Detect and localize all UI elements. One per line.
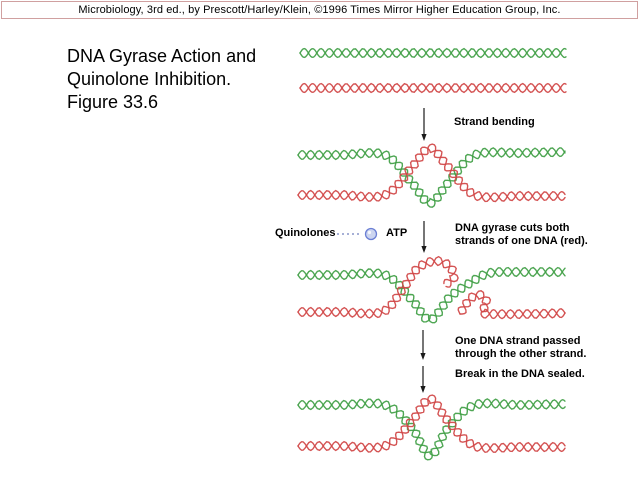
stage1-red-dna-strand-2	[299, 82, 567, 94]
stage2-red-dna-strand-1	[297, 146, 566, 203]
stage3-red-free-dna-strand-1	[459, 290, 566, 320]
stage4-red-dna-strand-2	[297, 394, 566, 454]
label-strand-passed-line-1: One DNA strand passed	[455, 335, 581, 347]
stage2-red-dna-strand-2	[297, 143, 566, 203]
arrow-break-sealed-head	[420, 386, 426, 393]
stage2-green-dna-strand-2	[297, 147, 566, 204]
label-gyrase-cuts: DNA gyrase cuts both strands of one DNA …	[455, 222, 588, 248]
label-gyrase-cuts-line-2: strands of one DNA (red).	[455, 235, 588, 247]
stage4-red-dna-strand-1	[297, 397, 566, 453]
quinolone-molecule-icon	[364, 227, 378, 241]
label-break-sealed: Break in the DNA sealed.	[455, 368, 585, 380]
stage2-green-dna-strand-1	[297, 147, 566, 208]
stage3-red-free-dna-strand-2	[457, 292, 566, 320]
title-line-2: Quinolone Inhibition.	[67, 69, 232, 89]
arrow-strand-bending-head	[421, 134, 427, 141]
header-text: Microbiology, 3rd ed., by Prescott/Harle…	[78, 4, 561, 16]
label-strand-bending: Strand bending	[454, 116, 535, 128]
stage1-green-dna-strand-2	[299, 47, 567, 59]
arrow-gyrase-cut-head	[421, 246, 427, 253]
stage4-green-dna-strand-2	[297, 398, 566, 457]
arrow-strand-passed-head	[420, 353, 426, 360]
label-quinolones: Quinolones	[275, 227, 336, 239]
label-strand-passed: One DNA strand passed through the other …	[455, 335, 586, 361]
figure-title: DNA Gyrase Action and Quinolone Inhibiti…	[67, 45, 256, 114]
label-strand-passed-line-2: through the other strand.	[455, 348, 587, 360]
stage3-red-cut-dna-strand-1	[297, 255, 457, 319]
title-line-1: DNA Gyrase Action and	[67, 46, 257, 66]
stage3-red-cut-dna-strand-2	[297, 256, 459, 319]
stage1-red-dna-strand-1	[299, 82, 567, 94]
title-line-3: Figure 33.6	[67, 92, 159, 112]
quinolone-molecule-highlight	[367, 230, 372, 235]
header-bar: Microbiology, 3rd ed., by Prescott/Harle…	[1, 1, 638, 19]
stage3-green-dna-strand-1	[297, 266, 566, 324]
stage1-green-dna-strand-1	[299, 47, 567, 59]
label-gyrase-cuts-line-1: DNA gyrase cuts both	[455, 222, 570, 234]
stage3-green-dna-strand-2	[297, 266, 566, 323]
label-atp: ATP	[386, 227, 408, 239]
stage4-green-dna-strand-1	[297, 398, 566, 461]
